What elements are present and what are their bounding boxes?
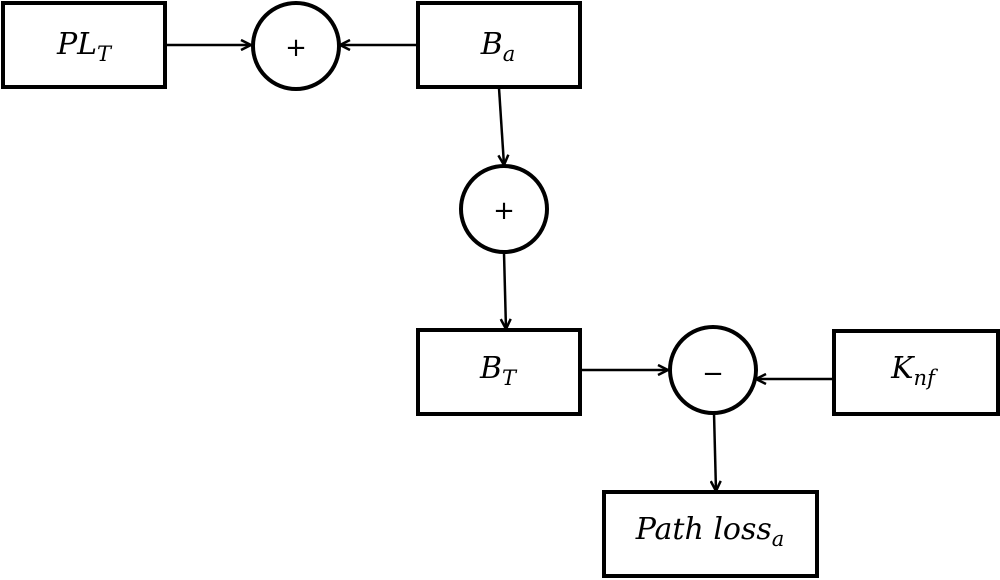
block-pl-t-label: PL — [56, 27, 97, 62]
svg-text:Path lossa: Path lossa — [635, 512, 785, 551]
arrow-ba-to-sum-middle — [499, 87, 504, 165]
svg-text:PLT: PLT — [56, 27, 113, 66]
block-b-a: Ba — [416, 1, 582, 89]
block-path-loss-a-label: Path loss — [635, 512, 772, 547]
block-b-t-subscript: T — [502, 366, 518, 390]
block-path-loss-a-subscript: a — [772, 527, 785, 551]
difference-junction: − — [668, 325, 758, 415]
block-k-nf-label: K — [890, 351, 915, 386]
difference-junction-symbol: − — [702, 359, 724, 389]
svg-text:Ba: Ba — [480, 27, 516, 66]
block-pl-t-subscript: T — [97, 42, 113, 66]
sum-junction-top-symbol: + — [285, 33, 307, 63]
block-b-a-subscript: a — [503, 42, 516, 66]
block-k-nf: Knf — [832, 329, 1000, 416]
block-b-t: BT — [416, 328, 582, 416]
svg-text:Knf: Knf — [890, 351, 938, 390]
sum-junction-middle: + — [459, 164, 549, 254]
block-k-nf-subscript: nf — [914, 366, 939, 390]
svg-text:BT: BT — [479, 351, 518, 390]
sum-junction-middle-symbol: + — [493, 196, 515, 226]
arrow-sum-middle-to-bt — [504, 252, 506, 329]
block-path-loss-a: Path lossa — [602, 490, 819, 578]
block-b-t-label: B — [479, 351, 502, 386]
block-b-a-label: B — [480, 27, 503, 62]
sum-junction-top: + — [251, 1, 341, 91]
block-pl-t: PLT — [1, 1, 167, 89]
arrow-difference-to-path-loss — [714, 412, 716, 491]
